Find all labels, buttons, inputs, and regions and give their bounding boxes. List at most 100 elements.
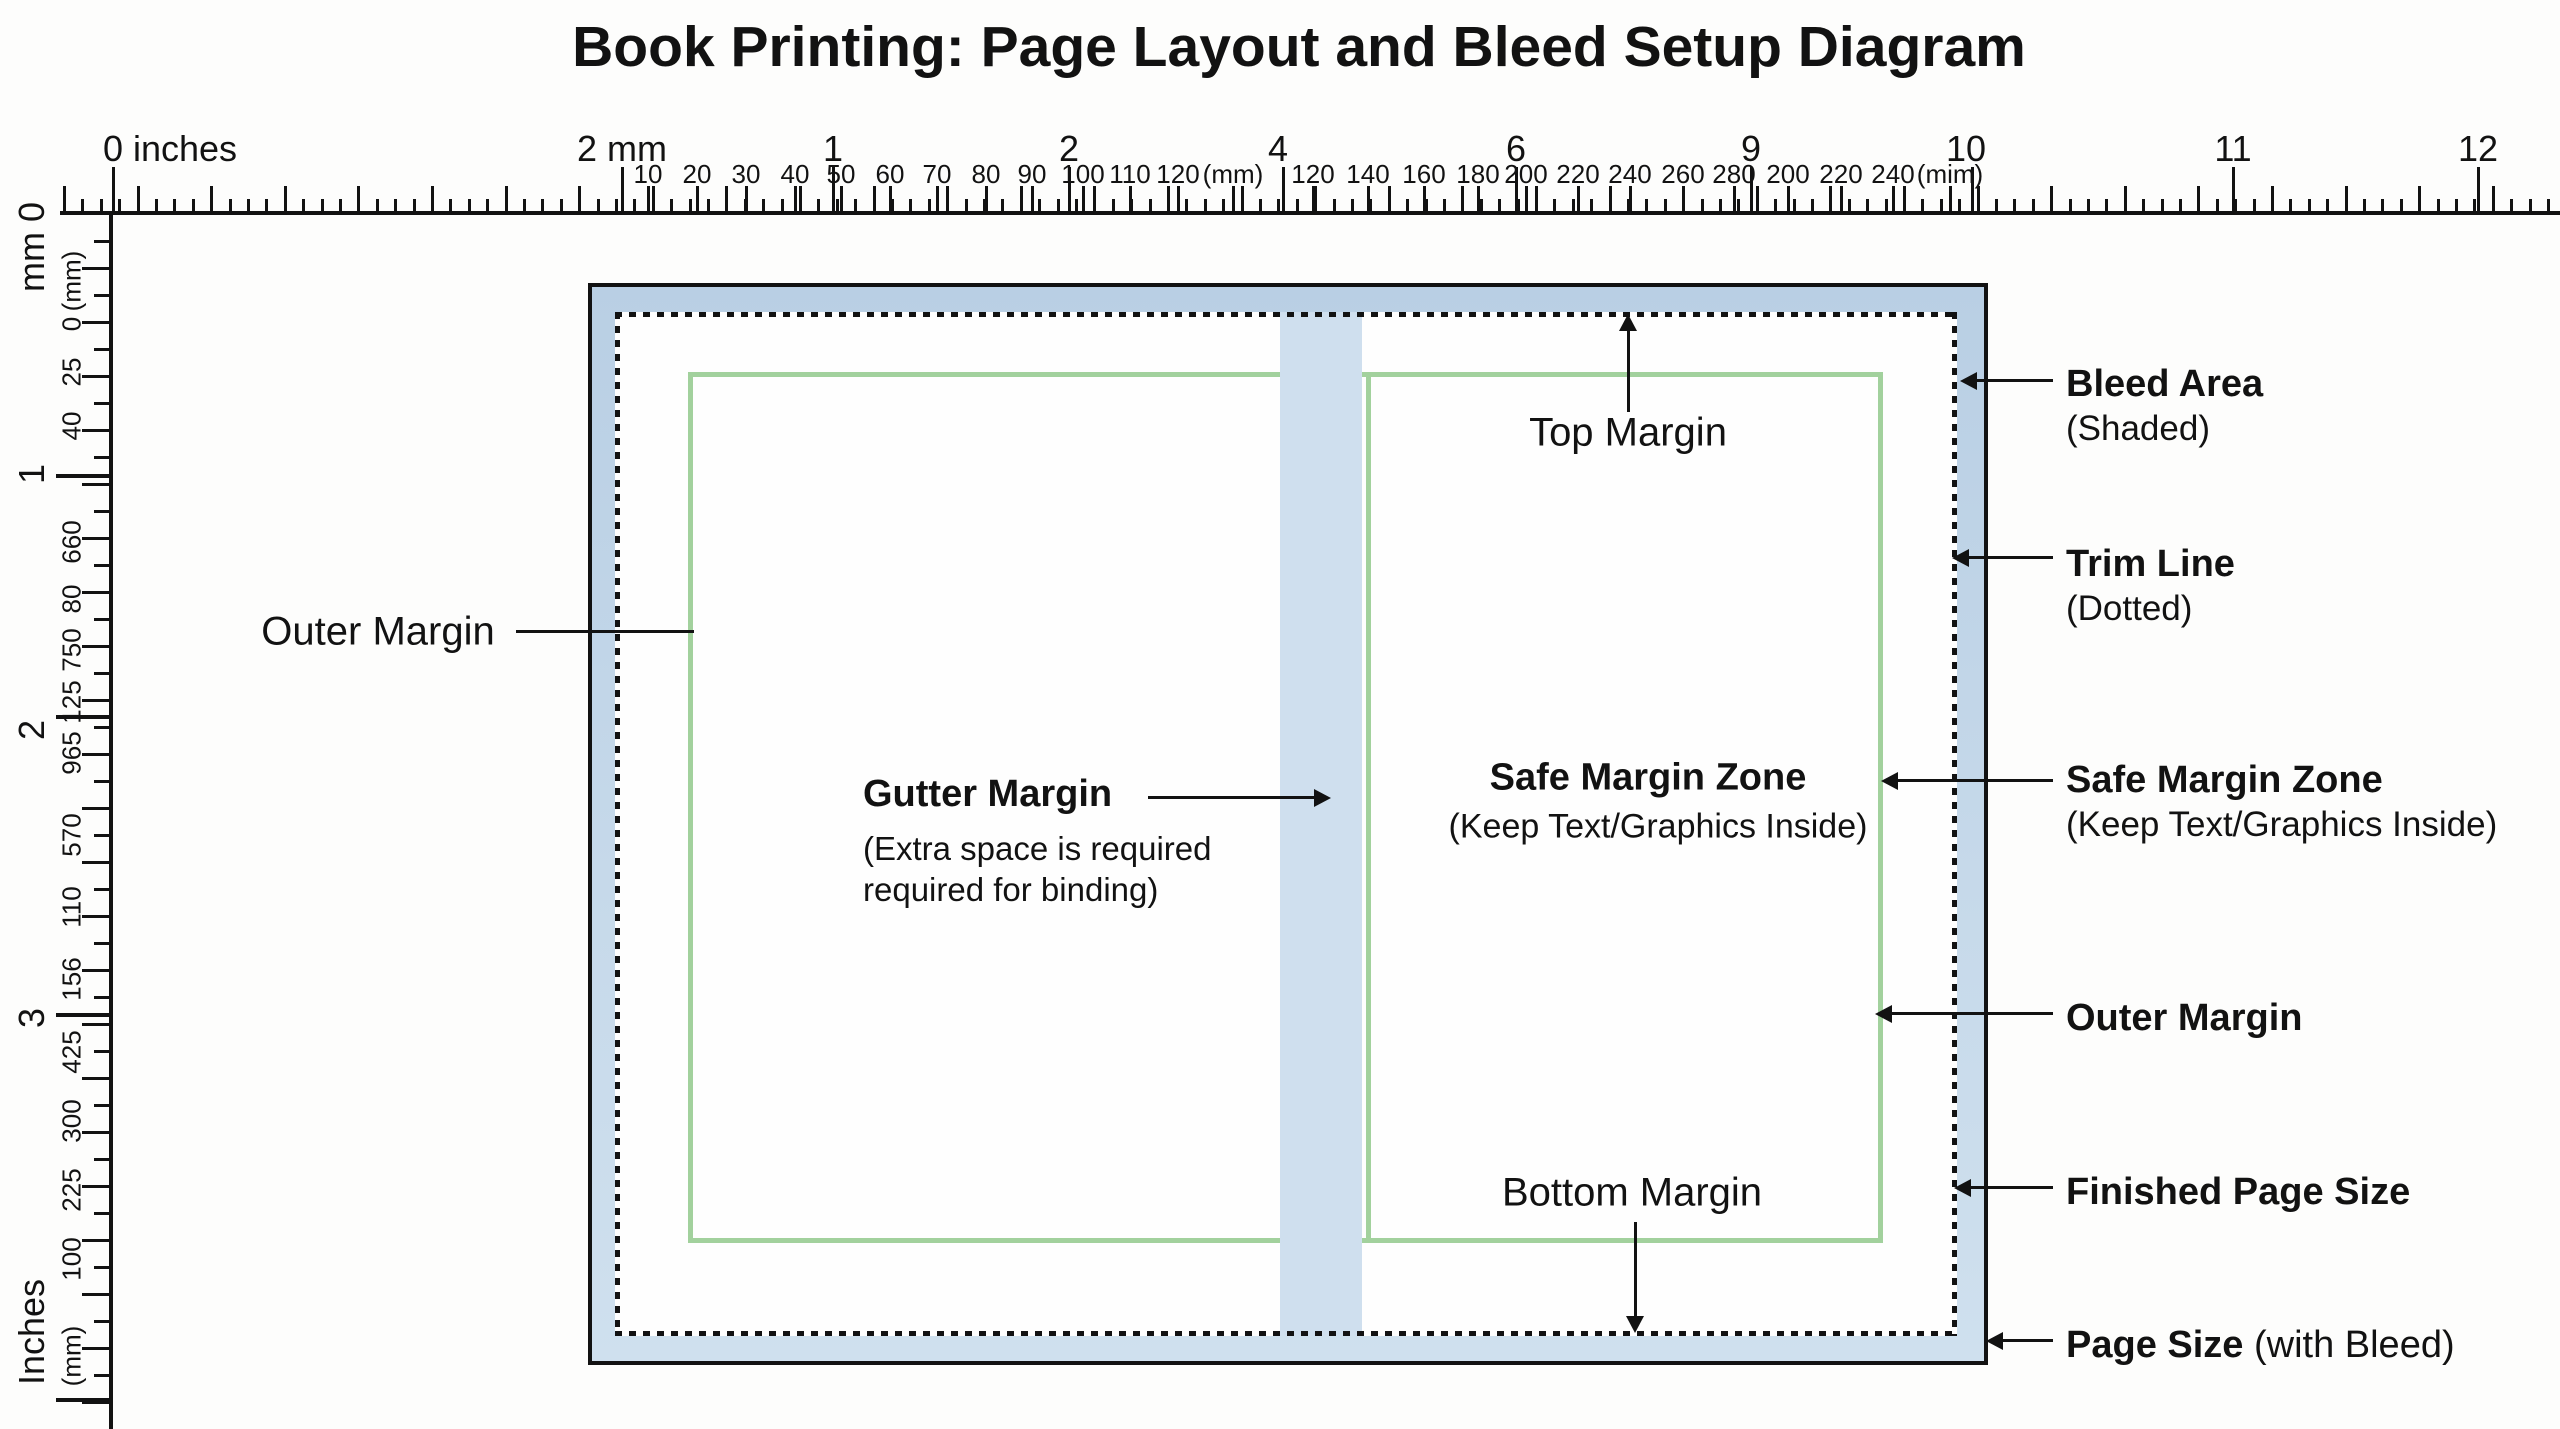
ruler-tick	[1517, 199, 1520, 213]
ruler-tick	[1259, 199, 1262, 213]
ruler-tick	[1774, 199, 1777, 213]
ruler-tick	[56, 715, 111, 719]
ruler-tick	[633, 199, 636, 213]
outer-margin-arrowhead-icon	[1875, 1005, 1892, 1023]
ruler-tick	[2400, 199, 2403, 213]
ruler-tick	[1425, 199, 1428, 213]
ruler-tick	[449, 199, 452, 213]
ruler-tick	[357, 186, 360, 213]
ruler-tick	[1388, 186, 1391, 213]
ruler-tick	[2271, 186, 2274, 213]
ruler-tick	[1282, 167, 1285, 213]
ruler-tick	[891, 199, 894, 213]
ruler-tick	[82, 969, 111, 972]
bleed-area-arrowhead-icon	[1960, 372, 1977, 390]
top-ruler-inch-label: 11	[2214, 128, 2252, 169]
ruler-tick	[1756, 186, 1759, 213]
ruler-tick	[2234, 199, 2237, 213]
ruler-tick	[94, 1158, 111, 1161]
ruler-tick	[1627, 199, 1630, 213]
left-ruler-baseline	[109, 211, 113, 1429]
top-ruler-mm-label: 280	[1712, 159, 1756, 189]
legend-safe-zone-sub: (Keep Text/Graphics Inside)	[2066, 805, 2498, 844]
legend-page-size: Page Size (with Bleed)	[2066, 1322, 2455, 1368]
ruler-tick	[2308, 199, 2311, 213]
ruler-tick	[1232, 186, 1235, 213]
ruler-tick	[1590, 199, 1593, 213]
ruler-tick	[1222, 199, 1225, 213]
ruler-tick	[468, 199, 471, 213]
ruler-tick	[1629, 186, 1632, 213]
ruler-tick	[82, 861, 111, 864]
ruler-tick	[210, 186, 213, 213]
ruler-tick	[1241, 186, 1244, 213]
left-ruler-mm-label: 965	[56, 731, 87, 775]
ruler-tick	[56, 474, 111, 478]
legend-bleed-area: Bleed Area (Shaded)	[2066, 361, 2263, 451]
ruler-tick	[1082, 186, 1085, 213]
ruler-tick	[2437, 199, 2440, 213]
ruler-tick	[1949, 186, 1952, 213]
ruler-tick	[1312, 186, 1315, 213]
ruler-tick	[94, 942, 111, 945]
ruler-tick	[1958, 199, 1961, 213]
ruler-tick	[339, 199, 342, 213]
ruler-tick	[1112, 199, 1115, 213]
top-ruler-mm-label: 260	[1661, 159, 1705, 189]
top-ruler-mm-label: 40	[780, 159, 810, 189]
ruler-tick	[928, 199, 931, 213]
ruler-tick	[1314, 186, 1317, 213]
trim-line-top	[615, 312, 1957, 317]
trim-line-arrow-line	[1967, 556, 2053, 559]
ruler-tick	[983, 199, 986, 213]
left-ruler-mm-label: 225	[56, 1168, 87, 1212]
left-ruler-inch-label: 1	[11, 463, 52, 485]
ruler-tick	[1553, 199, 1556, 213]
ruler-tick	[1461, 186, 1464, 213]
ruler-tick	[413, 199, 416, 213]
ruler-tick	[2363, 199, 2366, 213]
ruler-tick	[1977, 186, 1980, 213]
safe-zone-arrow-line	[1896, 779, 2053, 782]
ruler-tick	[100, 199, 103, 213]
ruler-tick	[2510, 199, 2513, 213]
ruler-tick	[2529, 199, 2532, 213]
ruler-tick	[1787, 186, 1790, 213]
ruler-tick	[1750, 167, 1753, 213]
ruler-tick	[1177, 186, 1180, 213]
ruler-tick	[2069, 199, 2072, 213]
left-ruler-mm-label: 300	[56, 1099, 87, 1143]
ruler-tick	[615, 199, 618, 213]
ruler-tick	[1733, 186, 1736, 213]
ruler-tick	[873, 186, 876, 213]
ruler-tick	[2013, 199, 2016, 213]
left-ruler-inch-label: Inches	[11, 1278, 52, 1386]
left-ruler-mm-label: 570	[56, 813, 87, 857]
ruler-tick	[94, 510, 111, 513]
ruler-tick	[1057, 199, 1060, 213]
ruler-tick	[2087, 199, 2090, 213]
outer-margin-arrow-line	[1890, 1012, 2053, 1015]
bottom-margin-arrow-line	[1634, 1222, 1637, 1322]
ruler-tick	[2161, 199, 2164, 213]
ruler-tick	[560, 199, 563, 213]
bottom-margin-label: Bottom Margin	[1501, 1170, 1763, 1215]
top-margin-arrow-line	[1627, 330, 1630, 412]
ruler-tick	[670, 199, 673, 213]
legend-outer-margin-title: Outer Margin	[2066, 997, 2303, 1039]
ruler-tick	[229, 199, 232, 213]
ruler-tick	[1940, 199, 1943, 213]
ruler-tick	[94, 1104, 111, 1107]
ruler-tick	[707, 199, 710, 213]
ruler-tick	[1848, 199, 1851, 213]
ruler-tick	[1892, 186, 1895, 213]
ruler-tick	[1031, 186, 1034, 213]
ruler-tick	[745, 186, 748, 213]
ruler-tick	[1423, 186, 1426, 213]
ruler-tick	[56, 1398, 111, 1402]
ruler-tick	[799, 186, 802, 213]
ruler-tick	[647, 186, 650, 213]
top-ruler-mm-label: 110	[1109, 159, 1151, 189]
top-ruler-mm-label: 120	[1291, 159, 1335, 189]
